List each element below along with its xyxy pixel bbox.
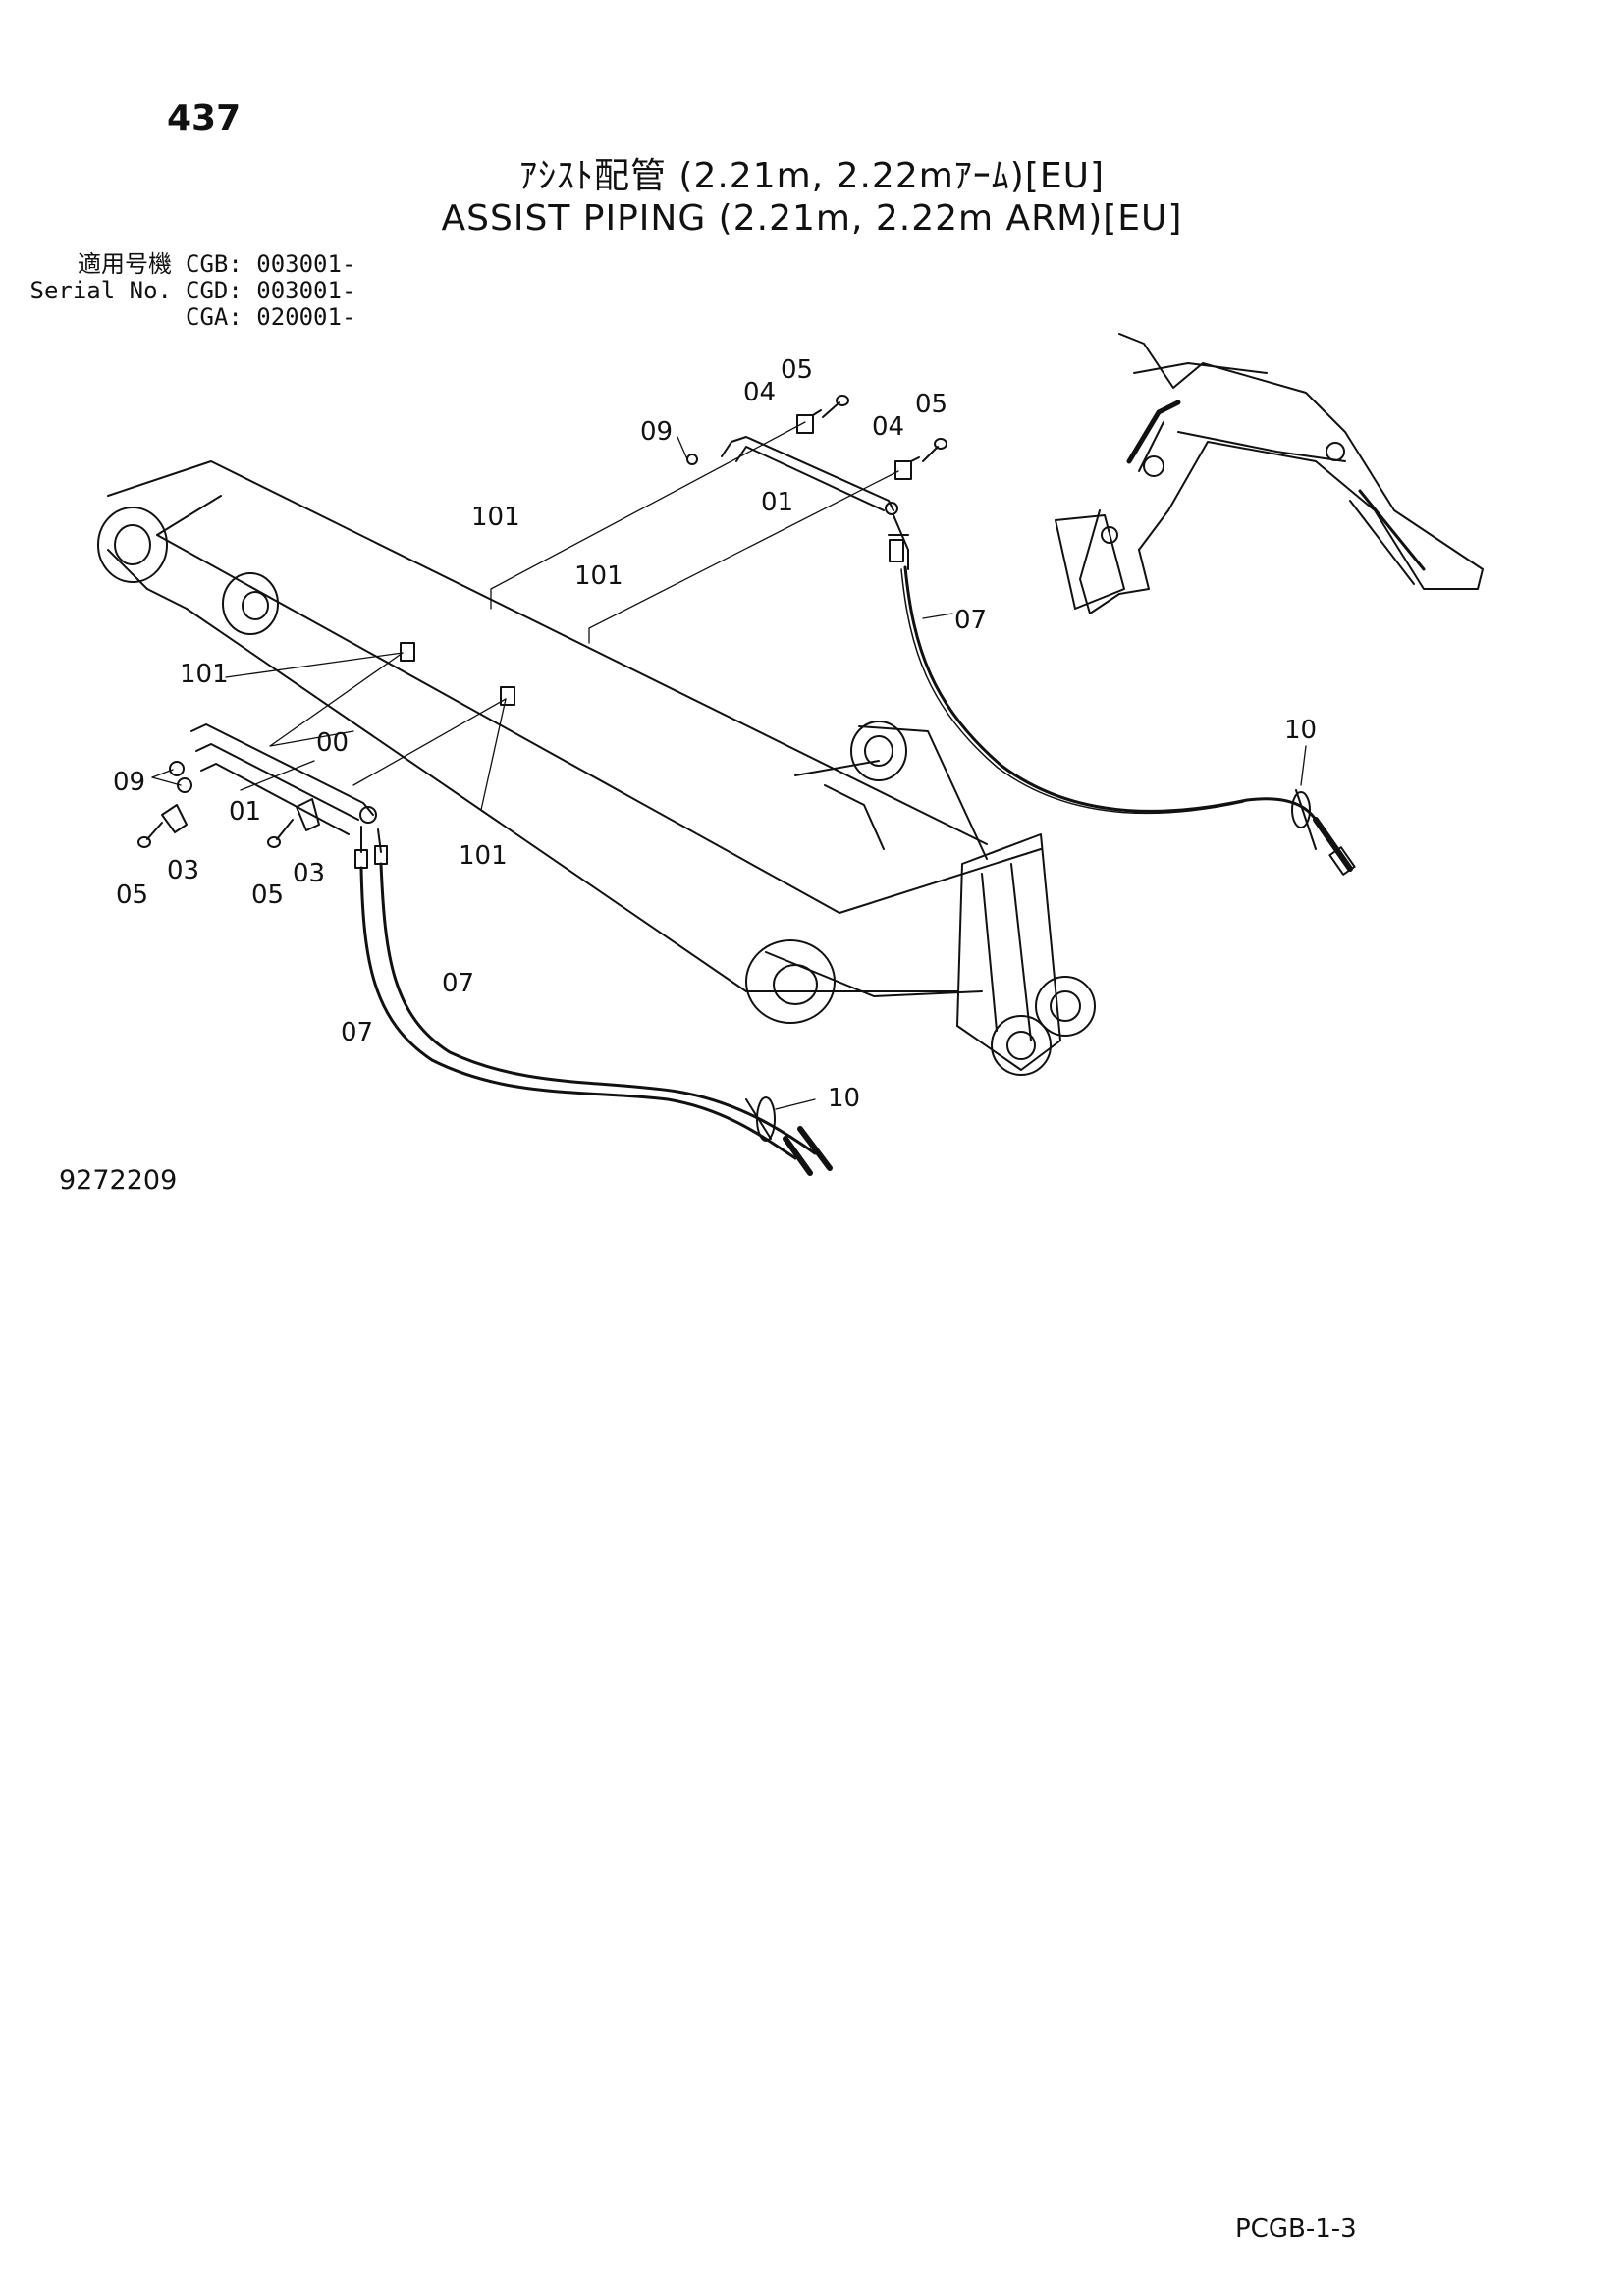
title-english: ASSIST PIPING (2.21m, 2.22m ARM)[EU] <box>441 198 1183 239</box>
serial-entry: CGD: 003001- <box>186 277 356 304</box>
callout-03-a: 03 <box>167 856 199 885</box>
callout-labels: 05 04 09 04 05 01 101 101 07 101 10 00 0… <box>113 355 1317 1113</box>
callout-07-c: 07 <box>341 1018 373 1047</box>
serial-entry: CGB: 003001- <box>186 250 356 278</box>
callout-101-a: 101 <box>471 503 520 532</box>
arm-body-drawing <box>97 460 1096 1076</box>
serial-label-en: Serial No. <box>29 277 173 304</box>
callout-00: 00 <box>316 728 349 758</box>
callout-05-a: 05 <box>781 355 813 385</box>
callout-10-a: 10 <box>1284 716 1317 745</box>
callout-03-b: 03 <box>293 859 325 888</box>
callout-09-b: 09 <box>113 768 145 797</box>
leader-lines <box>151 421 1307 1110</box>
page-code: PCGB-1-3 <box>1235 2215 1357 2244</box>
callout-04-a: 04 <box>743 378 776 407</box>
callout-05-b: 05 <box>915 390 947 419</box>
callout-07-b: 07 <box>442 969 474 998</box>
page-number: 437 <box>167 98 242 138</box>
upper-pipe-assembly <box>721 436 909 570</box>
callout-01-a: 01 <box>761 488 793 517</box>
callout-101-c: 101 <box>180 660 229 689</box>
callout-05-c: 05 <box>116 881 148 910</box>
upper-clamps <box>686 395 947 480</box>
upper-hose <box>900 565 1356 876</box>
callout-05-d: 05 <box>251 881 284 910</box>
callout-101-b: 101 <box>574 561 623 591</box>
drawing-number: 9272209 <box>59 1165 178 1196</box>
title-japanese: ｱｼｽﾄ配管 (2.21m, 2.22mｱｰﾑ)[EU] <box>518 156 1106 196</box>
excavator-overview-drawing <box>1055 333 1484 614</box>
callout-01-b: 01 <box>229 797 261 827</box>
serial-label-jp: 適用号機 <box>78 250 172 278</box>
callout-07-a: 07 <box>954 606 987 635</box>
callout-10-b: 10 <box>828 1084 860 1113</box>
callout-09-a: 09 <box>640 417 673 447</box>
callout-101-d: 101 <box>459 841 508 871</box>
serial-entry: CGA: 020001- <box>186 303 356 331</box>
callout-04-b: 04 <box>872 412 904 442</box>
lower-hoses <box>359 862 833 1176</box>
